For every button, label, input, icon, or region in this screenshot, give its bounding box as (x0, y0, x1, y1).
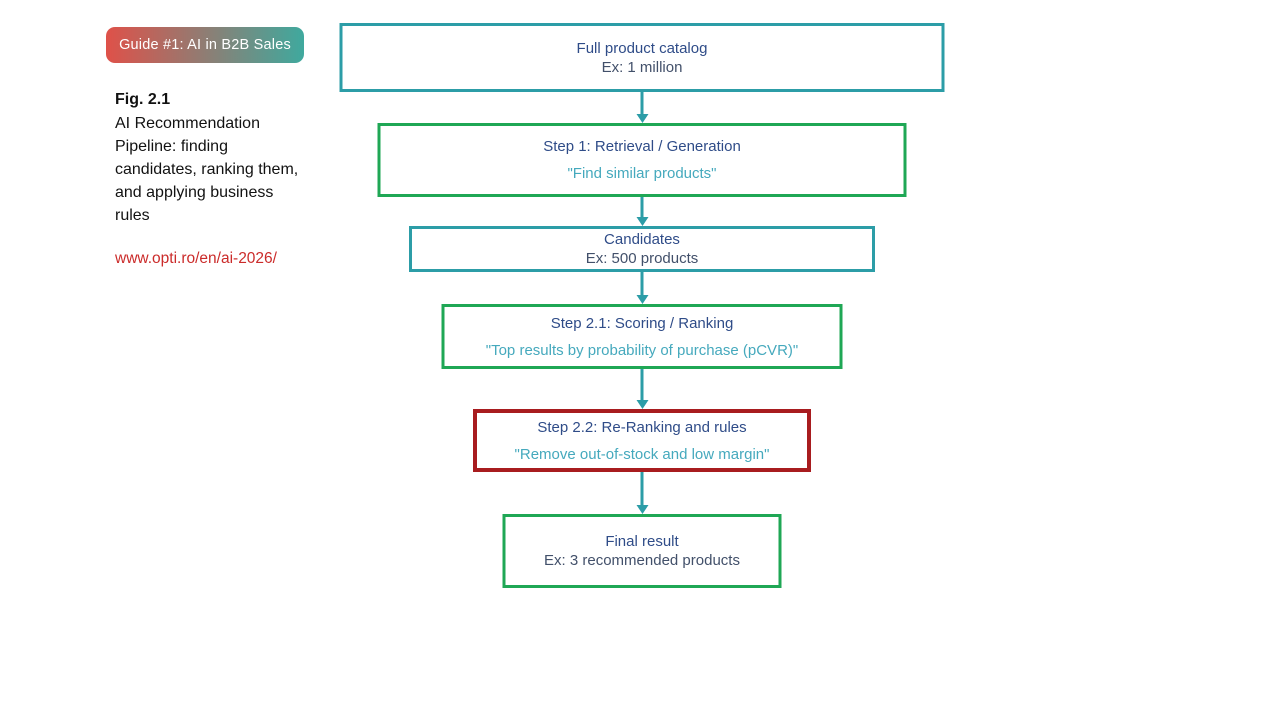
figure-label: Fig. 2.1 (115, 91, 171, 108)
node-title: Candidates (604, 231, 680, 248)
flow-connector (636, 197, 649, 226)
guide-badge: Guide #1: AI in B2B Sales (106, 27, 304, 63)
node-title: Step 2.2: Re-Ranking and rules (537, 418, 747, 436)
arrowhead-down-icon (636, 505, 648, 514)
flow-node-final-result: Final result Ex: 3 recommended products (502, 514, 782, 588)
arrow-shaft (640, 197, 644, 217)
node-title: Final result (605, 533, 679, 550)
node-subtitle: Ex: 1 million (601, 58, 683, 76)
flow-node-scoring: Step 2.1: Scoring / Ranking "Top results… (441, 304, 843, 369)
guide-badge-label: Guide #1: AI in B2B Sales (119, 37, 291, 53)
node-subtitle: Ex: 3 recommended products (544, 552, 740, 569)
figure-caption: AI Recommendation Pipeline: finding cand… (115, 115, 299, 224)
arrow-shaft (640, 92, 644, 114)
node-title: Step 2.1: Scoring / Ranking (550, 314, 734, 332)
node-title: Full product catalog (576, 39, 708, 57)
node-title: Step 1: Retrieval / Generation (543, 138, 741, 155)
arrowhead-down-icon (636, 217, 648, 226)
flow-node-retrieval: Step 1: Retrieval / Generation "Find sim… (377, 123, 907, 197)
figure-url-link[interactable]: www.opti.ro/en/ai-2026/ (115, 250, 277, 267)
node-quote: "Top results by probability of purchase … (485, 341, 799, 359)
arrowhead-down-icon (636, 400, 648, 409)
flow-connector (636, 369, 649, 409)
arrowhead-down-icon (636, 295, 648, 304)
arrow-shaft (640, 472, 644, 505)
arrowhead-down-icon (636, 114, 648, 123)
node-quote: "Remove out-of-stock and low margin" (514, 445, 770, 463)
flow-node-full-catalog: Full product catalog Ex: 1 million (339, 23, 945, 92)
node-subtitle: Ex: 500 products (585, 250, 699, 267)
flow-connector (636, 272, 649, 304)
node-quote: "Find similar products" (567, 165, 717, 182)
arrow-shaft (640, 369, 644, 400)
flow-node-reranking: Step 2.2: Re-Ranking and rules "Remove o… (473, 409, 811, 472)
arrow-shaft (640, 272, 644, 295)
flow-node-candidates: Candidates Ex: 500 products (409, 226, 875, 272)
flow-connector (636, 472, 649, 514)
flow-connector (636, 92, 649, 123)
